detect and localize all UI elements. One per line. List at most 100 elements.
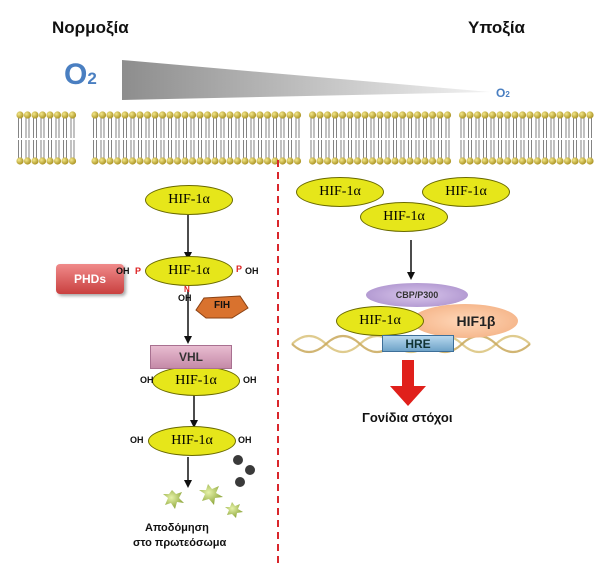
lipid-tail xyxy=(333,118,337,138)
hif-1a-complex: HIF-1α xyxy=(336,306,424,336)
lipid-head xyxy=(466,111,474,119)
lipid-head xyxy=(548,111,557,119)
lipid-head xyxy=(173,111,182,119)
lipid-head xyxy=(473,111,482,119)
lipid-tail xyxy=(475,118,480,138)
lipid-head xyxy=(181,111,189,119)
lipid-tail xyxy=(543,140,547,158)
lipid-head xyxy=(316,157,324,165)
lipid-head xyxy=(226,157,234,165)
lipid-head xyxy=(143,111,152,119)
lipid-tail xyxy=(408,140,412,158)
lipid-head xyxy=(398,157,407,165)
lipid-tail xyxy=(378,118,382,138)
lipid-tail xyxy=(33,118,37,138)
lipid-tail xyxy=(490,118,495,138)
lipid-head xyxy=(113,111,122,119)
lipid-tail xyxy=(318,118,322,138)
lipid-tail xyxy=(295,118,300,138)
proteasome-fragments xyxy=(163,484,243,518)
lipid-tail xyxy=(445,118,450,138)
lipid-tail xyxy=(483,140,487,158)
lipid-tail xyxy=(198,118,202,138)
lipid-tail xyxy=(100,118,105,138)
p-label-left: P xyxy=(135,266,142,276)
lipid-tail xyxy=(400,118,405,138)
lipid-tail xyxy=(258,118,262,138)
lipid-tail xyxy=(333,140,337,158)
lipid-tail xyxy=(543,118,547,138)
lipid-head xyxy=(68,157,77,165)
lipid-head xyxy=(38,111,47,119)
lipid-tail xyxy=(153,140,157,158)
lipid-tail xyxy=(445,140,450,158)
lipid-head xyxy=(331,111,339,119)
hypoxia-header: Υποξία xyxy=(468,18,526,37)
lipid-head xyxy=(361,111,369,119)
lipid-tail xyxy=(183,140,187,158)
lipid-tail xyxy=(228,140,232,158)
lipid-tail xyxy=(130,140,135,158)
lipid-tail xyxy=(138,118,142,138)
lipid-head xyxy=(413,111,422,119)
lipid-head xyxy=(286,111,294,119)
degradation-label-line2: στο πρωτεόσωμα xyxy=(133,537,227,549)
ubiquitin-ball xyxy=(245,465,255,475)
lipid-tail xyxy=(205,140,210,158)
ubiquitin-ball xyxy=(233,455,243,465)
lipid-tail xyxy=(168,118,172,138)
oh-label-vhl-right: OH xyxy=(243,375,257,385)
hif-1a-hydroxylated: HIF-1α xyxy=(145,256,233,286)
lipid-tail xyxy=(475,140,480,158)
lipid-tail xyxy=(468,140,472,158)
lipid-head xyxy=(563,157,572,165)
lipid-head xyxy=(158,157,167,165)
lipid-tail xyxy=(130,118,135,138)
ubiquitin-ball xyxy=(235,477,245,487)
lipid-tail xyxy=(520,118,525,138)
lipid-tail xyxy=(310,118,315,138)
lipid-head xyxy=(436,157,444,165)
lipid-tail xyxy=(423,140,427,158)
lipid-head xyxy=(526,157,534,165)
lipid-head xyxy=(16,111,24,119)
lipid-head xyxy=(556,111,564,119)
oxygen-gradient-wedge xyxy=(122,60,490,100)
proteasome-fragment xyxy=(163,490,184,509)
lipid-tail xyxy=(145,140,150,158)
hif-1a-vhl-bound: HIF-1α xyxy=(152,366,240,396)
lipid-head xyxy=(308,111,317,119)
lipid-head xyxy=(406,157,414,165)
hif-1a-hypoxia-a: HIF-1α xyxy=(296,177,384,207)
lipid-tail xyxy=(355,140,360,158)
lipid-tail xyxy=(588,118,592,138)
lipid-tail xyxy=(250,140,255,158)
lipid-head xyxy=(556,157,564,165)
lipid-tail xyxy=(438,118,442,138)
normoxia-header: Νορμοξία xyxy=(52,18,129,37)
lipid-tail xyxy=(460,140,465,158)
lipid-tail xyxy=(363,140,367,158)
lipid-tail xyxy=(258,140,262,158)
hif-1a-normoxia-1: HIF-1α xyxy=(145,185,233,215)
lipid-tail xyxy=(378,140,382,158)
lipid-tail xyxy=(243,140,247,158)
lipid-head xyxy=(278,111,287,119)
lipid-head xyxy=(271,157,279,165)
lipid-tail xyxy=(280,140,285,158)
lipid-head xyxy=(496,111,504,119)
lipid-tail xyxy=(48,118,52,138)
lipid-head xyxy=(218,157,227,165)
lipid-head xyxy=(421,111,429,119)
lipid-head xyxy=(353,157,362,165)
lipid-head xyxy=(188,111,197,119)
lipid-head xyxy=(128,157,137,165)
lipid-tail xyxy=(243,118,247,138)
lipid-head xyxy=(488,111,497,119)
lipid-head xyxy=(113,157,122,165)
lipid-head xyxy=(578,111,587,119)
oh-label-fih: OH xyxy=(178,293,192,303)
lipid-tail xyxy=(535,118,540,138)
lipid-tail xyxy=(235,118,240,138)
